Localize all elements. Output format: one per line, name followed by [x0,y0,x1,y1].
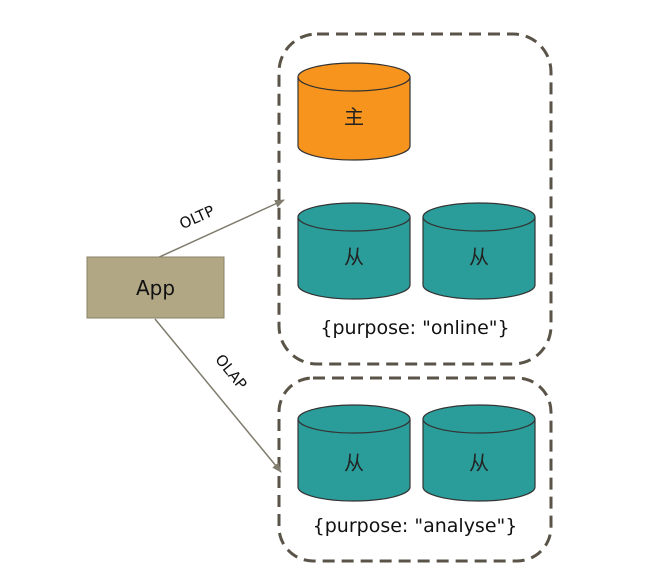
olap-arrow [154,318,282,473]
oltp-label: OLTP [177,202,217,233]
online-group-container [277,32,553,366]
app-label: App [136,276,175,300]
primary-db-label: 主 [344,105,364,129]
analyse-group-label: {purpose: "analyse"} [313,515,518,537]
online-replica-db-cylinder-1: 从 [297,202,411,300]
analyse-replica-db-label-1: 从 [344,451,364,475]
app-box [86,256,225,319]
analyse-replica-db-cylinder-1: 从 [297,404,411,502]
online-replica-db-label-2: 从 [469,245,489,269]
online-group-label: {purpose: "online"} [320,317,509,339]
online-replica-db-cylinder-2: 从 [422,202,536,300]
olap-label: OLAP [211,351,250,393]
analyse-replica-db-cylinder-2: 从 [422,404,536,502]
primary-db-cylinder: 主 [297,62,411,161]
analyse-replica-db-label-2: 从 [469,451,489,475]
online-replica-db-label-1: 从 [344,245,364,269]
oltp-arrow [154,199,285,260]
analyse-group-container [277,376,553,563]
